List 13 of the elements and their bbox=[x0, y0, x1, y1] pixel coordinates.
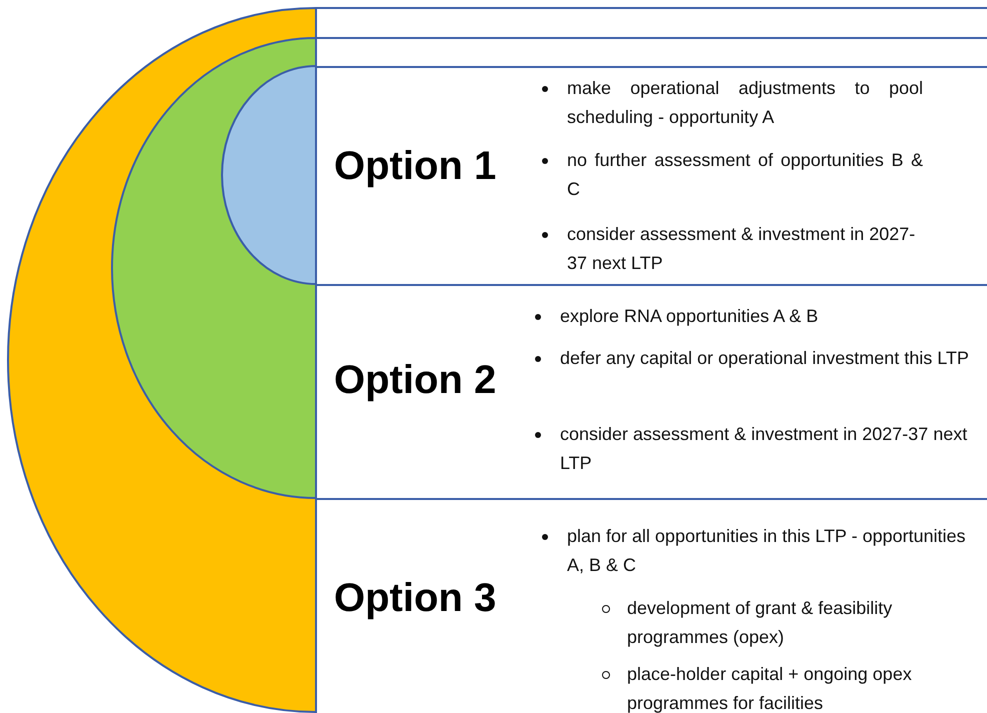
bullet-item: consider assessment & investment in 2027-37 next LTP bbox=[567, 220, 923, 278]
bullet-item: make operational adjustments to pool scheduling - opportunity A bbox=[567, 74, 923, 132]
option-row bbox=[316, 498, 987, 713]
option-heading: Option 2 bbox=[334, 358, 496, 403]
sub-bullet-item: development of grant & feasibility programmes (opex) bbox=[627, 594, 927, 652]
bullet-item: consider assessment & investment in 2027-37 next LTP bbox=[560, 420, 980, 478]
option-heading: Option 1 bbox=[334, 144, 496, 189]
sub-bullet-item: place-holder capital + ongoing opex programmes for facilities bbox=[627, 660, 927, 713]
bullet-item: no further assessment of opportunities B & C bbox=[567, 146, 923, 204]
option-heading: Option 3 bbox=[334, 576, 496, 621]
bullet-item: defer any capital or operational investment this LTP bbox=[560, 344, 980, 373]
bullet-item: plan for all opportunities in this LTP - opportunities A, B & C bbox=[567, 522, 967, 580]
bullet-item: explore RNA opportunities A & B bbox=[560, 302, 980, 331]
